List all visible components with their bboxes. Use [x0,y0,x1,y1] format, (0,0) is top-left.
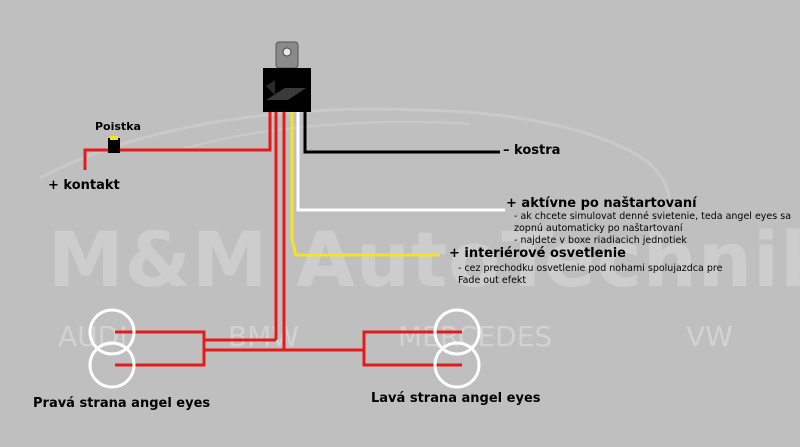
watermark-brand-audi: AUDI [58,320,128,353]
interior-note-2: Fade out efekt [458,275,527,286]
red-wire-right-eye-top [115,330,206,367]
relay-highlight [266,88,306,100]
fuse-body [108,138,120,153]
ring-left-top [433,308,481,356]
car-silhouette [39,107,671,211]
active-note-3: - najdete v boxe riadiacich jednotiek [514,235,687,246]
interior-note-1: - cez prechodku osvetlenie pod nohami sp… [458,263,723,274]
red-wires [83,110,462,367]
left-side-label: Lavá strana angel eyes [371,391,541,406]
watermark-brand-vw: VW [686,320,733,353]
ring-right-bottom [88,341,136,389]
contact-label: + kontakt [48,178,120,193]
ground-label: – kostra [503,143,561,158]
right-side-label: Pravá strana angel eyes [33,396,211,411]
active-note-2: zopnú automaticky po naštartovaní [514,223,683,234]
relay-tab-hole [282,47,292,57]
car-silhouette-inner [179,120,471,151]
active-label: + aktívne po naštartovaní [506,196,697,211]
interior-label: + interiérové osvetlenie [449,246,626,261]
red-wire-left-eye-top [362,330,462,367]
yellow-wire [290,110,440,257]
ring-right-top [88,308,136,356]
watermark-brand-bmw: BMW [228,320,300,353]
active-note-1: - ak chcete simulovat denné svietenie, t… [514,211,792,222]
ring-left-bottom [433,341,481,389]
relay-highlight-2 [266,80,275,95]
relay [263,41,311,112]
fuse-label: Poistka [95,120,141,133]
black-wire [303,110,500,154]
fuse-top [110,136,118,140]
watermark-main: M&M AutoTechnik [48,215,800,304]
watermark-brand-mercedes: MERCEDES [398,320,553,353]
white-wire [296,110,505,212]
